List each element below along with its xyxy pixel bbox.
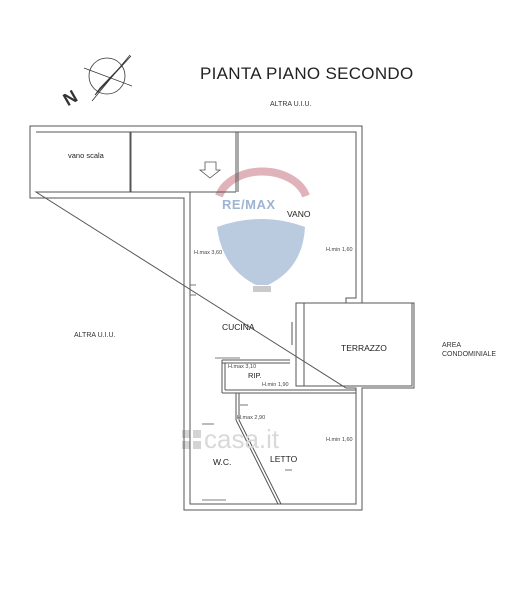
page-title: PIANTA PIANO SECONDO — [200, 64, 414, 83]
height-hmin-160-upper: H.min 1,60 — [326, 247, 353, 253]
label-altra-uiu-left: ALTRA U.I.U. — [74, 332, 116, 339]
height-hmin-190: H.min 1,90 — [262, 382, 289, 388]
casa-watermark-icon — [182, 430, 201, 449]
height-hmax-310: H.max 3,10 — [228, 364, 257, 370]
room-label-vano: VANO — [287, 209, 311, 219]
apartment-walls — [29, 125, 415, 511]
compass-icon — [83, 54, 133, 102]
casa-watermark-text: casa.it — [204, 424, 280, 454]
room-label-cucina: CUCINA — [222, 322, 255, 332]
partition-walls — [129, 132, 413, 505]
room-label-vano-scala: vano scala — [68, 151, 104, 160]
height-hmax-360: H.max 3,60 — [194, 250, 223, 256]
remax-watermark-icon — [215, 167, 310, 292]
door-marks — [190, 161, 292, 501]
room-label-letto: LETTO — [270, 454, 298, 464]
height-hmin-160-lower: H.min 1,60 — [326, 437, 353, 443]
label-condominiale: CONDOMINIALE — [442, 351, 497, 358]
room-label-wc: W.C. — [213, 457, 232, 467]
room-label-terrazzo: TERRAZZO — [341, 343, 387, 353]
label-area: AREA — [442, 342, 462, 349]
height-hmax-290: H.max 2,90 — [237, 415, 266, 421]
room-label-rip: RIP. — [248, 371, 262, 380]
label-altra-uiu-top: ALTRA U.I.U. — [270, 101, 312, 108]
remax-watermark-text: RE/MAX — [222, 197, 276, 212]
